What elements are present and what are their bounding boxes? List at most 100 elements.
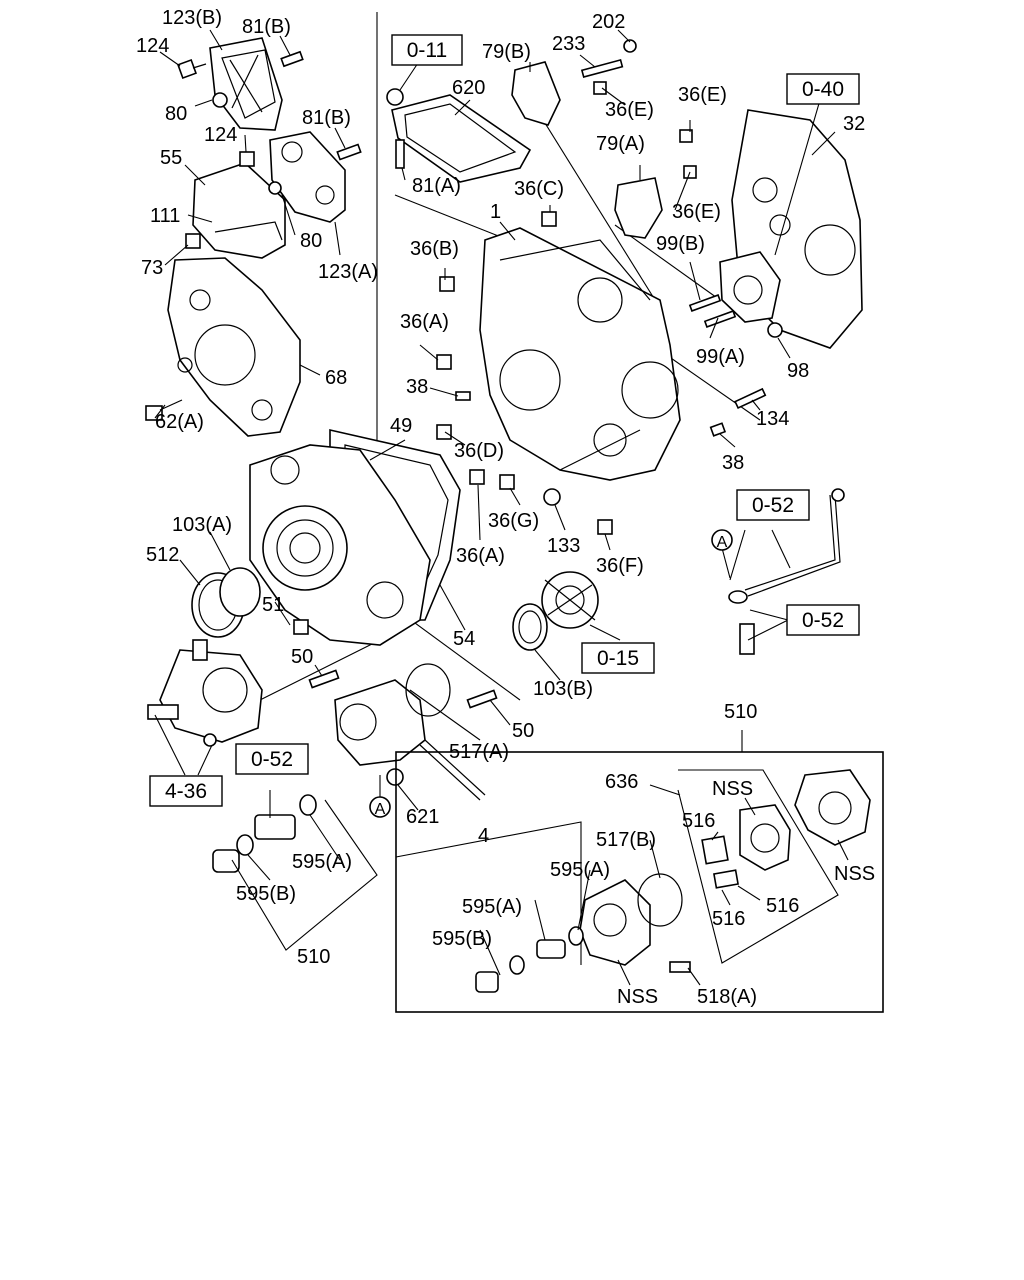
nuts-bolts-top — [386, 39, 697, 440]
studs-50 — [308, 669, 498, 709]
part-label: 202 — [592, 11, 625, 33]
bolts-upper-left — [145, 50, 362, 421]
part-labels: 123(B) 81(B) 202 124 233 79(B) 620 36(E)… — [136, 7, 875, 1008]
part-label: 516 — [712, 908, 745, 930]
part-label: 81(B) — [242, 16, 291, 38]
callouts: A A — [369, 529, 733, 818]
part-label: 620 — [452, 77, 485, 99]
ref-box-0-15 — [581, 642, 655, 674]
ref-box-0-52-lower — [235, 743, 309, 775]
ref-box-0-52-right — [786, 604, 860, 636]
part-label: 79(A) — [596, 133, 645, 155]
part-label: 516 — [766, 895, 799, 917]
front-cover-54 — [249, 444, 431, 646]
bolts-middle — [293, 469, 613, 635]
seal-103a — [219, 567, 261, 617]
bracket-79b — [511, 61, 561, 126]
cover-55 — [192, 162, 286, 259]
part-label: 233 — [552, 33, 585, 55]
part-label: 134 — [756, 408, 789, 430]
part-label: 36(G) — [488, 510, 539, 532]
seal-103b — [512, 603, 548, 651]
part-label: 512 — [146, 544, 179, 566]
part-label: 595(A) — [292, 851, 352, 873]
ref-label-4-36: 4-36 — [165, 780, 207, 803]
ref-box-0-52-upper — [736, 489, 810, 521]
ref-label-0-40: 0-40 — [802, 78, 844, 101]
gear-case-1 — [479, 227, 681, 481]
gear-0-15 — [541, 571, 599, 629]
part-label: 516 — [682, 810, 715, 832]
part-label: 51 — [262, 594, 284, 616]
inset-parts — [475, 769, 871, 993]
pipe-0-52 — [728, 488, 845, 655]
part-label: 68 — [325, 367, 347, 389]
part-label: 98 — [787, 360, 809, 382]
part-label: 36(E) — [678, 84, 727, 106]
part-label: 595(B) — [236, 883, 296, 905]
part-label: 81(A) — [412, 175, 461, 197]
part-label: 80 — [165, 103, 187, 125]
ref-box-0-11 — [391, 34, 463, 66]
gasket-620 — [391, 94, 532, 183]
part-label: 49 — [390, 415, 412, 437]
ref-label-0-52-upper: 0-52 — [752, 494, 794, 517]
pump-assembly-upper-right — [688, 251, 783, 437]
part-label: 510 — [297, 946, 330, 968]
lower-bracket-lines — [231, 799, 378, 951]
callout-circle-a-lower — [369, 796, 391, 818]
housing-68 — [167, 257, 301, 437]
part-label: 36(E) — [605, 99, 654, 121]
part-label: 595(A) — [462, 896, 522, 918]
part-label: 636 — [605, 771, 638, 793]
part-label: 62(A) — [155, 411, 204, 433]
part-label: 32 — [843, 113, 865, 135]
inset-frame — [395, 751, 884, 1013]
part-label: 124 — [204, 124, 237, 146]
part-label: 517(A) — [449, 741, 509, 763]
part-label: 4 — [478, 825, 489, 847]
bracket-79a — [614, 177, 663, 239]
part-label: 621 — [406, 806, 439, 828]
part-label: 133 — [547, 535, 580, 557]
part-label: 81(B) — [302, 107, 351, 129]
fitting-lower-left — [212, 794, 317, 873]
ref-box-0-40 — [786, 73, 860, 105]
part-label: 80 — [300, 230, 322, 252]
part-label: 36(E) — [672, 201, 721, 223]
ref-label-0-52-right: 0-52 — [802, 609, 844, 632]
leader-lines — [154, 29, 849, 986]
callout-circle-a-upper — [711, 529, 733, 551]
part-label: 518(A) — [697, 986, 757, 1008]
part-label: 38 — [722, 452, 744, 474]
part-label: 123(A) — [318, 261, 378, 283]
part-label: NSS — [712, 778, 753, 800]
part-label: 123(B) — [162, 7, 222, 29]
part-label: 595(B) — [432, 928, 492, 950]
part-label: NSS — [617, 986, 658, 1008]
part-label: 54 — [453, 628, 475, 650]
ref-label-0-15: 0-15 — [597, 647, 639, 670]
ref-box-4-36 — [149, 775, 223, 807]
vacuum-pump-center — [334, 663, 486, 801]
callout-a-lower: A — [375, 801, 386, 818]
part-label: 111 — [150, 205, 180, 227]
part-label: 99(B) — [656, 233, 705, 255]
part-label: 36(F) — [596, 555, 644, 577]
part-label: 36(C) — [514, 178, 564, 200]
part-label: 510 — [724, 701, 757, 723]
part-label: 36(A) — [400, 311, 449, 333]
part-label: 124 — [136, 35, 169, 57]
part-label: 36(D) — [454, 440, 504, 462]
part-label: 36(B) — [410, 238, 459, 260]
part-label: 55 — [160, 147, 182, 169]
part-label: 595(A) — [550, 859, 610, 881]
ref-label-0-11: 0-11 — [407, 39, 447, 62]
part-label: 79(B) — [482, 41, 531, 63]
pump-lower-left — [147, 639, 263, 747]
cover-plate-123b — [209, 37, 283, 131]
part-label: 103(A) — [172, 514, 232, 536]
part-label: 517(B) — [596, 829, 656, 851]
part-label: 36(A) — [456, 545, 505, 567]
